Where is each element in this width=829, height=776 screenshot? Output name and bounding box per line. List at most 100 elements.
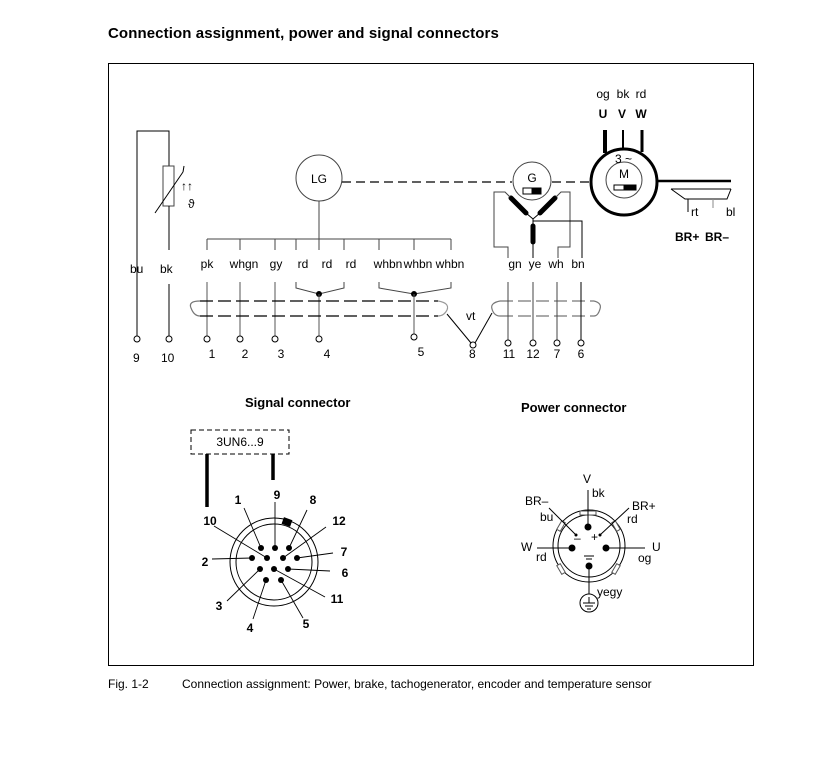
encoder-wire-labels: pk whgn gy rd rd rd whbn whbn whbn	[201, 257, 465, 271]
pin-label: 1	[235, 493, 242, 507]
terminal-8	[469, 341, 477, 349]
pin-label: 5	[418, 345, 425, 359]
power-connector-heading: Power connector	[521, 400, 626, 415]
pin-label: 7	[554, 347, 561, 361]
terminal-2	[236, 335, 244, 343]
wire-label: gn	[508, 257, 521, 271]
terminal-7	[553, 339, 561, 347]
diagram-frame	[108, 63, 754, 666]
signal-connector	[190, 429, 334, 620]
pin-color: rd	[536, 550, 547, 564]
wire-label: rd	[322, 257, 333, 271]
pin-color: yegy	[597, 585, 622, 599]
power-pin-labels: V bk BR– bu BR+ rd W rd U og yegy	[521, 472, 661, 599]
pin-label: 1	[209, 347, 216, 361]
pin-label: 10	[203, 514, 217, 528]
pin-label: 12	[526, 347, 540, 361]
motor-phase-label: 3 ~	[615, 152, 632, 166]
pin-name: BR+	[632, 499, 656, 513]
terminal-12	[529, 339, 537, 347]
pin-name: U	[652, 540, 661, 554]
terminal-4	[315, 335, 323, 343]
wire-label: gy	[270, 257, 283, 271]
terminal-6	[577, 339, 585, 347]
wire-label: rd	[636, 87, 647, 101]
pin-label: 2	[202, 555, 209, 569]
tacho-pin-labels: 11 12 7 6	[503, 347, 585, 361]
pin-color: bk	[592, 486, 606, 500]
pin-label: 8	[310, 493, 317, 507]
thermistor-slash	[154, 171, 184, 214]
pin-label: 9	[274, 488, 281, 502]
wire-label: whbn	[435, 257, 465, 271]
wire-label: bn	[571, 257, 584, 271]
shield-wire-label: vt	[466, 309, 476, 323]
tachogenerator	[493, 161, 585, 347]
pin-label: 3	[216, 599, 223, 613]
pin-mark-minus: –	[574, 531, 581, 545]
pin-label: 12	[332, 514, 346, 528]
tacho-label: G	[527, 171, 536, 185]
pin-label: 2	[242, 347, 249, 361]
encoder	[203, 154, 452, 343]
wire-label: rt	[691, 205, 699, 219]
terminal-10	[165, 335, 173, 343]
wire-label: rd	[346, 257, 357, 271]
signal-pin-labels: 1 2 3 4 5 6 7 8 9 10 11 12	[202, 488, 349, 635]
pin-label: 11	[331, 592, 344, 606]
wire-label: whgn	[229, 257, 259, 271]
signal-connector-heading: Signal connector	[245, 395, 350, 410]
pin-label: 4	[324, 347, 331, 361]
signal-pins	[249, 545, 300, 583]
pin-label: 11	[503, 347, 516, 361]
brake-terminal: BR–	[705, 230, 729, 244]
wire-label: rd	[298, 257, 309, 271]
part-number: 3UN6...9	[216, 435, 264, 449]
terminal-name: W	[635, 107, 647, 121]
wire-label-bu: bu	[130, 262, 143, 276]
pin-name: W	[521, 540, 533, 554]
terminal-9	[133, 335, 141, 343]
terminal-5	[410, 333, 418, 341]
wire-label: wh	[547, 257, 563, 271]
pin-label: 7	[341, 545, 348, 559]
pin-label: 3	[278, 347, 285, 361]
temperature-sensor	[133, 130, 185, 343]
pin-label: 6	[578, 347, 585, 361]
sensor-wire-loop	[136, 130, 170, 310]
pin-label-10: 10	[161, 351, 175, 365]
thermistor-arrows-icon: ↑↑	[181, 179, 193, 193]
brake-labels: rt bl BR+ BR–	[675, 205, 735, 244]
motor	[589, 130, 732, 217]
wire-label: bl	[726, 205, 735, 219]
ground-icon	[579, 593, 599, 613]
cable-shield-left	[189, 300, 449, 317]
pin-name: BR–	[525, 494, 549, 508]
wire-label: og	[596, 87, 609, 101]
cable-shield-right	[491, 300, 601, 317]
motor-label: M	[619, 167, 629, 181]
encoder-pin-labels: 1 2 3 4 5	[209, 345, 425, 361]
pin-mark-plus: +	[591, 530, 598, 544]
wire-label: ye	[529, 257, 542, 271]
wire-label: whbn	[373, 257, 403, 271]
wire-label: pk	[201, 257, 215, 271]
encoder-label: LG	[311, 172, 327, 186]
pin-label: 4	[247, 621, 254, 635]
tacho-wire-labels: gn ye wh bn	[508, 257, 584, 271]
brake-terminal: BR+	[675, 230, 699, 244]
terminal-name: U	[599, 107, 608, 121]
pin-label-8: 8	[469, 347, 476, 361]
theta-symbol: ϑ	[188, 197, 195, 211]
terminal-1	[203, 335, 211, 343]
signal-pin-leaders	[211, 502, 334, 620]
wire-label-bk: bk	[160, 262, 174, 276]
figure-caption-text: Connection assignment: Power, brake, tac…	[182, 677, 652, 691]
pin-name: V	[583, 472, 591, 486]
power-connector	[537, 490, 645, 613]
brake-icon	[670, 188, 732, 212]
wire-label: whbn	[403, 257, 433, 271]
pin-label: 5	[303, 617, 310, 631]
